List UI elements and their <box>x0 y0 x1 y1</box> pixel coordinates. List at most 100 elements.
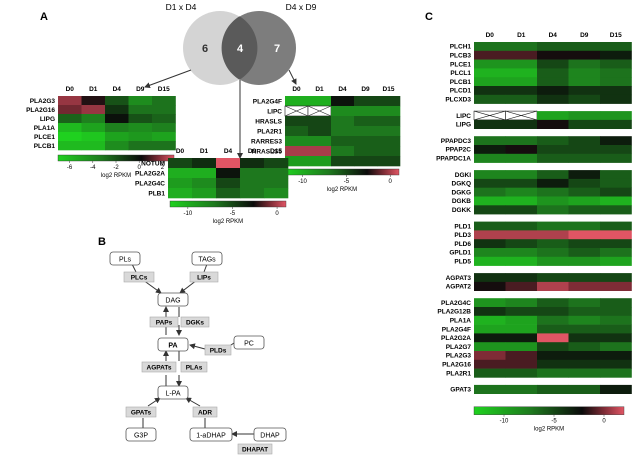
heatmap-cell <box>331 96 355 107</box>
node-pa: PA <box>157 337 189 352</box>
heatmap-cell <box>505 239 538 249</box>
venn-right-count: 7 <box>274 43 280 55</box>
heatmap-cell <box>81 141 106 151</box>
heatmap-cell <box>152 114 176 124</box>
heatmap-cell <box>600 94 632 104</box>
heatmap-cell <box>600 333 632 343</box>
heatmap-cell <box>505 333 538 343</box>
heatmap-cell <box>168 168 193 179</box>
heatmap-cell <box>474 359 506 369</box>
colorbar-tick-label: -5 <box>230 211 236 217</box>
heatmap-cell <box>505 68 538 78</box>
heatmap-cell <box>474 94 506 104</box>
heatmap-row-label: PPAPDC3 <box>441 138 472 145</box>
heatmap-row-label: DGKG <box>452 189 472 196</box>
heatmap-cell <box>377 156 401 167</box>
heatmap-cell <box>568 42 601 52</box>
heatmap-cell <box>264 188 289 199</box>
heatmap-cell <box>600 145 632 155</box>
heatmap-cell <box>128 141 153 151</box>
heatmap-cell <box>537 351 569 361</box>
heatmap-cell <box>537 248 569 258</box>
heatmap-cell <box>474 196 506 206</box>
node-pls-label: PLs <box>119 257 132 264</box>
heatmap-cell <box>568 86 601 96</box>
edge-plds-pa <box>189 343 206 350</box>
heatmap-cell <box>152 132 176 142</box>
heatmap-cell <box>568 230 601 240</box>
heatmap-column-label: D0 <box>486 32 495 39</box>
heatmap-cell <box>331 116 355 127</box>
heatmap-cell <box>192 188 217 199</box>
colorbar-tick-label: 0 <box>602 419 606 425</box>
heatmap-cell <box>568 221 601 231</box>
heatmap-cell <box>568 205 601 215</box>
heatmap-cell <box>308 146 332 157</box>
enzyme-dgks-label: DGKs <box>186 320 204 327</box>
heatmap-cell <box>474 281 506 291</box>
heatmap-cell <box>537 50 569 60</box>
colorbar-unit-label: log2 RPKM <box>101 173 131 179</box>
heatmap-cell <box>474 351 506 361</box>
heatmap-cell <box>285 116 309 127</box>
heatmap-cell <box>354 136 378 147</box>
heatmap-cell <box>505 50 538 60</box>
heatmap-cell <box>474 384 506 394</box>
heatmap-cell <box>505 187 538 197</box>
heatmap-cell <box>537 221 569 231</box>
heatmap-cell <box>58 123 82 133</box>
enzyme-gpats-label: GPATs <box>131 410 152 417</box>
heatmap-row-label: PLCE1 <box>34 134 55 141</box>
heatmap-cell <box>505 205 538 215</box>
heatmap-cell <box>600 281 632 291</box>
heatmap-cell <box>537 145 569 155</box>
heatmap-cell-cross <box>307 105 332 117</box>
heatmap-row-label: PLA2G16 <box>26 107 55 114</box>
heatmap-cell <box>128 96 153 106</box>
heatmap-cell <box>377 116 401 127</box>
heatmap-cell <box>537 178 569 188</box>
heatmap-cell <box>537 86 569 96</box>
heatmap-row-label: PLD5 <box>454 258 471 265</box>
heatmap-row-label: PPAPDC1A <box>436 155 471 162</box>
heatmap-cell <box>568 145 601 155</box>
heatmap-cell <box>474 342 506 352</box>
heatmap-row-label: PLCD1 <box>450 88 472 95</box>
enzyme-plds-label: PLDs <box>210 348 227 355</box>
heatmap-cell <box>568 359 601 369</box>
heatmap-cell <box>600 136 632 146</box>
node-pls: PLs <box>109 251 141 266</box>
heatmap-cell <box>331 156 355 167</box>
heatmap-cell <box>600 187 632 197</box>
heatmap-cell <box>568 77 601 87</box>
heatmap-column-label: D15 <box>270 148 282 155</box>
heatmap-cell <box>474 68 506 78</box>
heatmap-row-label: RARRES3 <box>251 138 282 145</box>
heatmap-cell <box>474 307 506 317</box>
heatmap-cell <box>600 315 632 325</box>
node-g3p-label: G3P <box>134 433 148 440</box>
heatmap-cell <box>568 153 601 163</box>
heatmap-cell <box>474 315 506 325</box>
heatmap-cell <box>600 273 632 283</box>
heatmap-cell <box>505 324 538 334</box>
heatmap-cell <box>505 368 538 378</box>
heatmap-cell <box>600 248 632 258</box>
heatmap-cell <box>216 168 241 179</box>
heatmap-row-label: LIPG <box>40 116 55 123</box>
enzyme-dgks: DGKs <box>180 316 210 328</box>
heatmap-cell <box>474 333 506 343</box>
heatmap-cell <box>568 307 601 317</box>
heatmap-cell <box>600 359 632 369</box>
heatmap-cell <box>505 153 538 163</box>
enzyme-plas: PLAs <box>180 361 208 373</box>
colorbar <box>169 200 287 208</box>
panel-label-a: A <box>40 11 48 23</box>
heatmap-cell <box>128 132 153 142</box>
colorbar-tick-label: -4 <box>90 165 96 171</box>
heatmap-cell <box>505 248 538 258</box>
heatmap-cell <box>240 158 265 169</box>
heatmap-cell <box>600 256 632 266</box>
node-pa-label: PA <box>168 343 177 350</box>
heatmap-cell <box>377 126 401 137</box>
